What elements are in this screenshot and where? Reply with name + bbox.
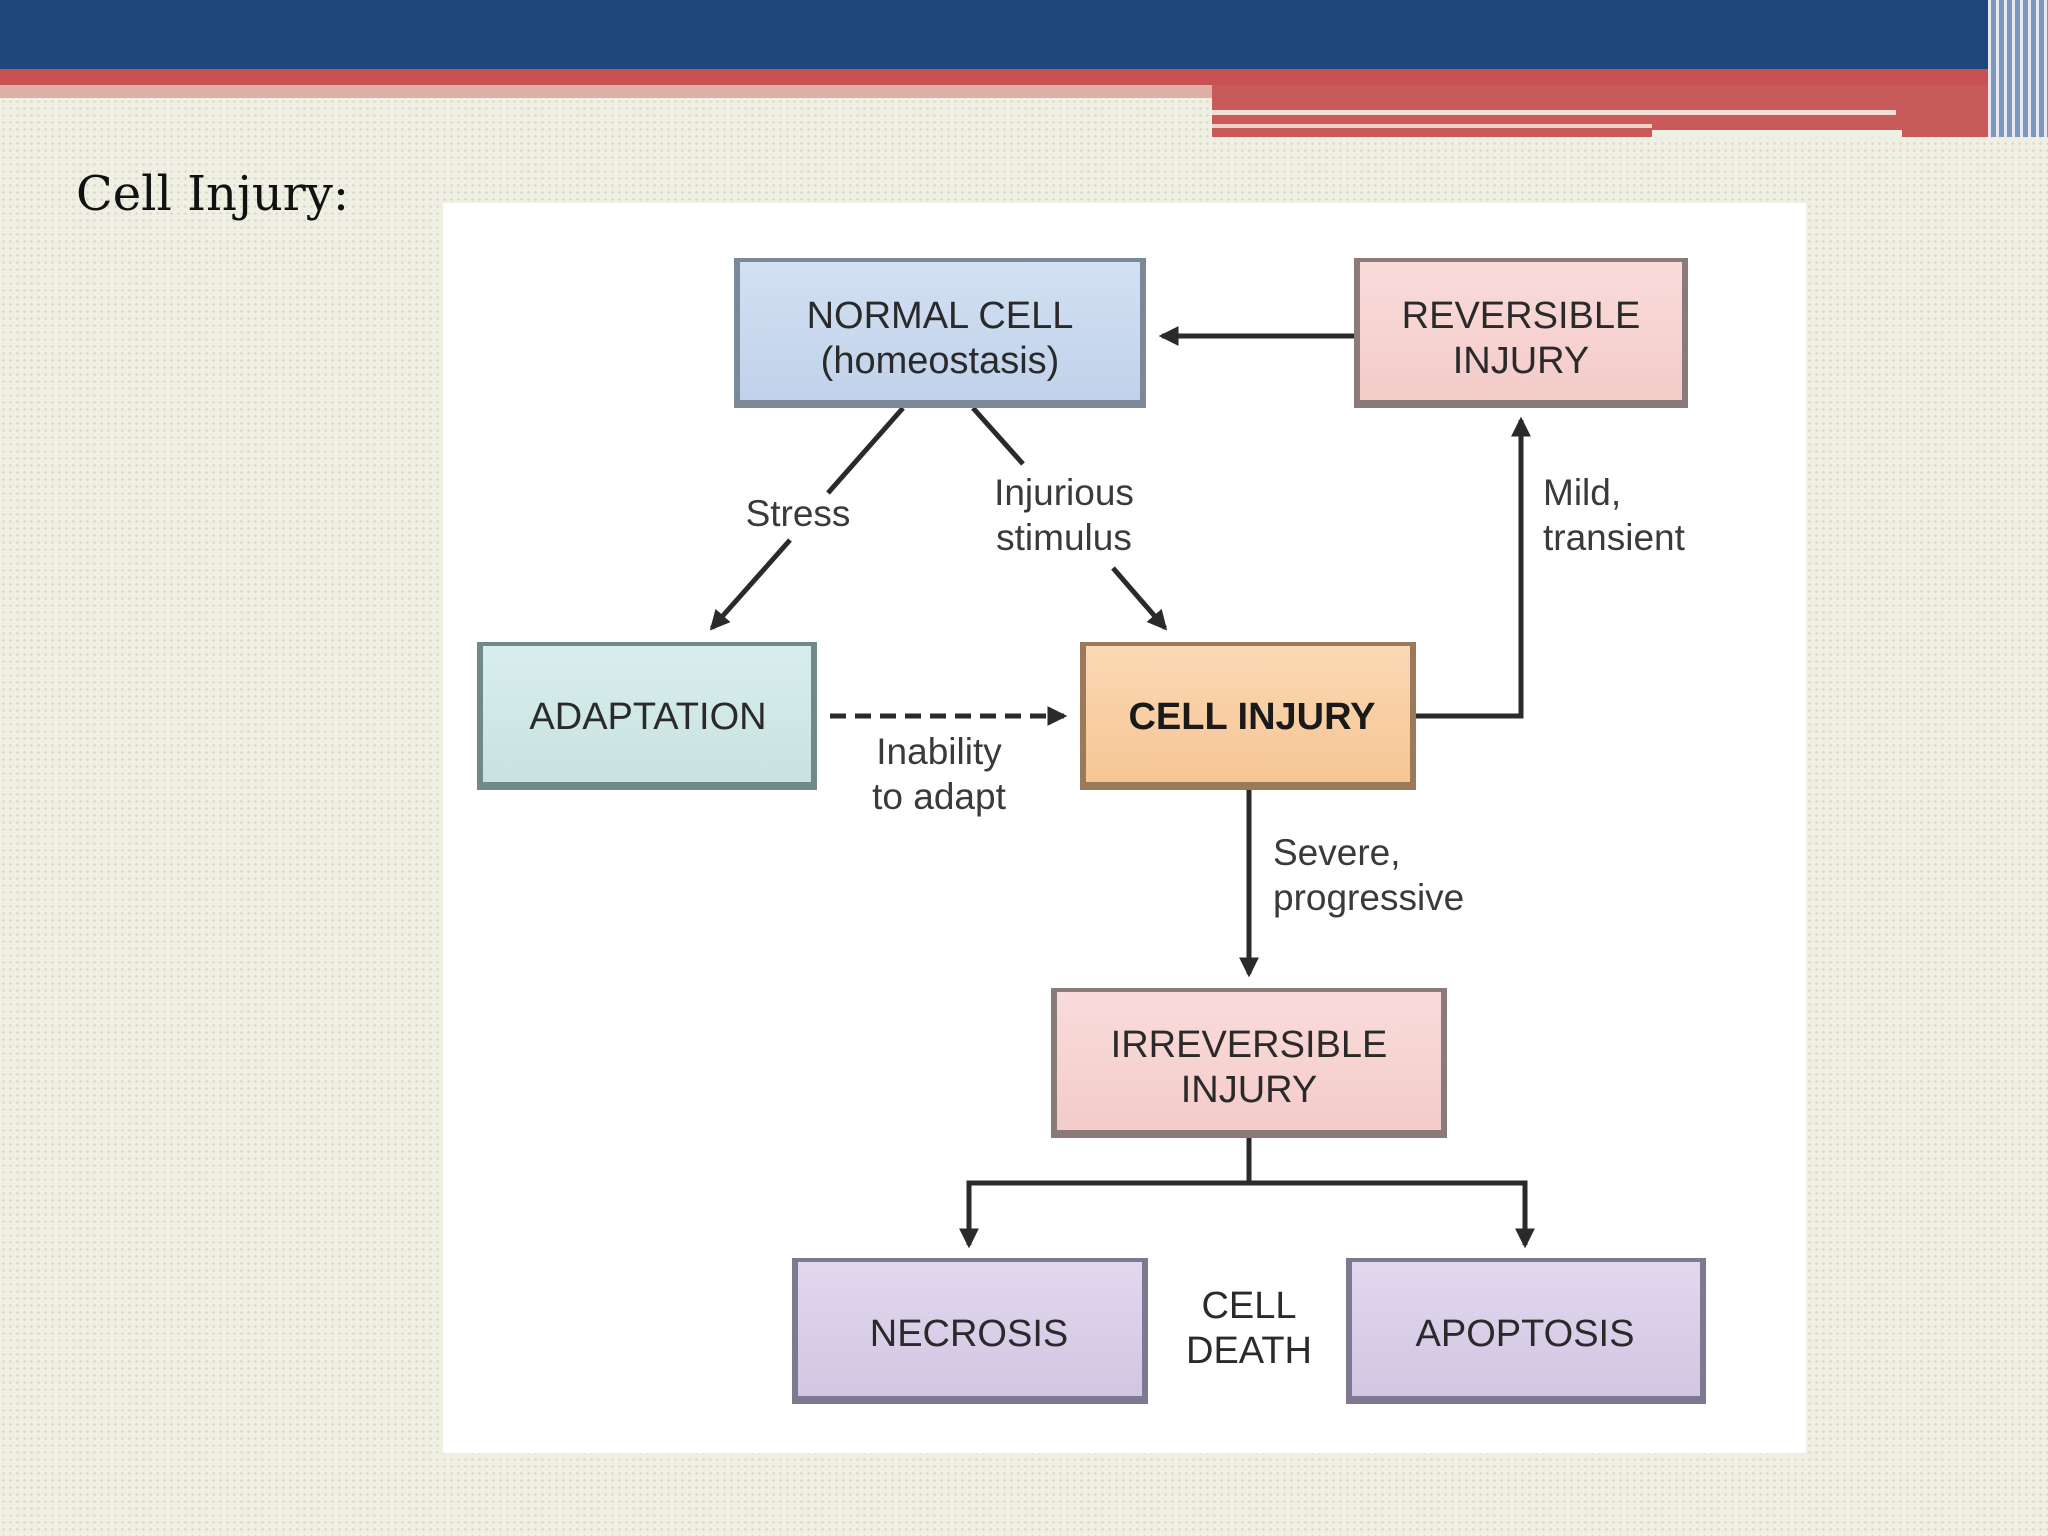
box-necrosis: NECROSIS bbox=[792, 1258, 1148, 1404]
box-irreversible-injury: IRREVERSIBLE INJURY bbox=[1051, 988, 1447, 1138]
connector-branch bbox=[966, 1180, 1528, 1245]
slide-title: Cell Injury: bbox=[76, 166, 349, 222]
cell-injury-label: CELL INJURY bbox=[1128, 696, 1375, 738]
diagram-panel bbox=[443, 203, 1806, 1453]
label-severe-2: progressive bbox=[1273, 877, 1464, 918]
connector-injurious-upper bbox=[971, 406, 1025, 466]
header-accent-band bbox=[0, 69, 2048, 85]
arrow-injurious-stimulus bbox=[1111, 566, 1168, 631]
label-stress: Stress bbox=[746, 493, 851, 534]
irreversible-injury-label-1: IRREVERSIBLE bbox=[1111, 1024, 1388, 1066]
necrosis-label: NECROSIS bbox=[870, 1313, 1068, 1355]
label-injurious-2: stimulus bbox=[996, 517, 1132, 558]
label-injurious-1: Injurious bbox=[994, 472, 1134, 513]
box-apoptosis: APOPTOSIS bbox=[1346, 1258, 1706, 1404]
label-cell-death-2: DEATH bbox=[1186, 1330, 1312, 1372]
header-accent-line bbox=[1212, 124, 1652, 128]
header-accent-stripe bbox=[0, 85, 1212, 98]
label-mild-2: transient bbox=[1543, 517, 1686, 558]
label-cell-death-1: CELL bbox=[1201, 1285, 1296, 1327]
adaptation-label: ADAPTATION bbox=[529, 696, 766, 738]
reversible-injury-label-1: REVERSIBLE bbox=[1402, 295, 1641, 337]
header-accent-notch bbox=[1652, 130, 1902, 137]
reversible-injury-label-2: INJURY bbox=[1453, 340, 1590, 382]
arrow-stress bbox=[709, 538, 792, 631]
label-inability-1: Inability bbox=[876, 731, 1002, 772]
arrow-mild-transient bbox=[1416, 416, 1531, 719]
normal-cell-label: NORMAL CELL bbox=[807, 295, 1074, 337]
irreversible-injury-label-2: INJURY bbox=[1181, 1069, 1318, 1111]
box-reversible-injury: REVERSIBLE INJURY bbox=[1354, 258, 1688, 408]
label-severe-1: Severe, bbox=[1273, 832, 1401, 873]
normal-cell-sublabel: (homeostasis) bbox=[821, 340, 1060, 382]
box-adaptation: ADAPTATION bbox=[477, 642, 817, 790]
header-accent-line bbox=[1212, 110, 1896, 115]
label-mild-1: Mild, bbox=[1543, 472, 1621, 513]
label-inability-2: to adapt bbox=[872, 776, 1006, 817]
header-band bbox=[0, 0, 2048, 69]
apoptosis-label: APOPTOSIS bbox=[1416, 1313, 1635, 1355]
box-cell-injury: CELL INJURY bbox=[1080, 642, 1416, 790]
header-corner-lines bbox=[1988, 0, 2048, 137]
connector-stress-upper bbox=[826, 406, 905, 495]
box-normal-cell: NORMAL CELL (homeostasis) bbox=[734, 258, 1146, 408]
